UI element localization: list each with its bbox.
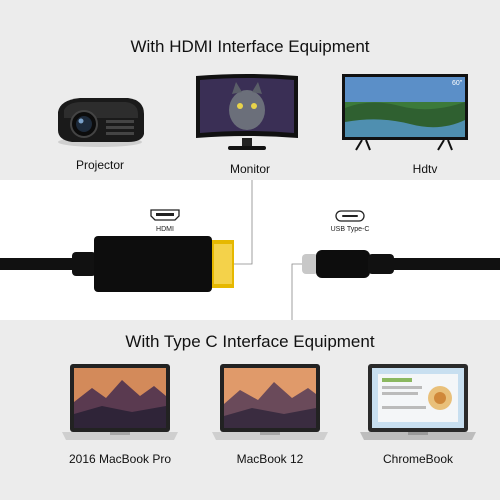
usbc-label: USB Type-C xyxy=(330,226,370,233)
hdmi-port-icon xyxy=(150,209,180,221)
usbc-connector-tip xyxy=(302,254,318,274)
usbc-pointer-line xyxy=(291,263,302,320)
laptop-icon xyxy=(62,364,178,440)
laptop-icon xyxy=(360,364,476,440)
hdmi-connector-body xyxy=(94,236,212,292)
usbc-connector-body xyxy=(316,250,370,278)
device-label-hdtv: Hdtv xyxy=(412,162,438,176)
hdmi-section-title: With HDMI Interface Equipment xyxy=(130,37,370,56)
monitor-icon xyxy=(196,74,298,150)
typec-section-title: With Type C Interface Equipment xyxy=(125,332,375,351)
device-label-chromebook: ChromeBook xyxy=(382,452,454,466)
device-label-macbook-12: MacBook 12 xyxy=(236,452,304,466)
cable-left xyxy=(0,258,80,270)
tv-icon: 60" xyxy=(342,74,468,151)
laptop-icon xyxy=(212,364,328,440)
cable-right xyxy=(392,258,500,270)
hdmi-pointer-line xyxy=(234,180,253,265)
cable-diagram xyxy=(0,180,500,320)
device-label-projector: Projector xyxy=(75,158,125,172)
tv-size-badge: 60" xyxy=(452,80,463,87)
device-label-macbook-pro: 2016 MacBook Pro xyxy=(68,452,172,466)
device-label-monitor: Monitor xyxy=(229,162,270,176)
usb-c-port-icon xyxy=(335,210,365,222)
projector-icon xyxy=(58,98,144,147)
hdmi-label: HDMI xyxy=(156,226,174,233)
